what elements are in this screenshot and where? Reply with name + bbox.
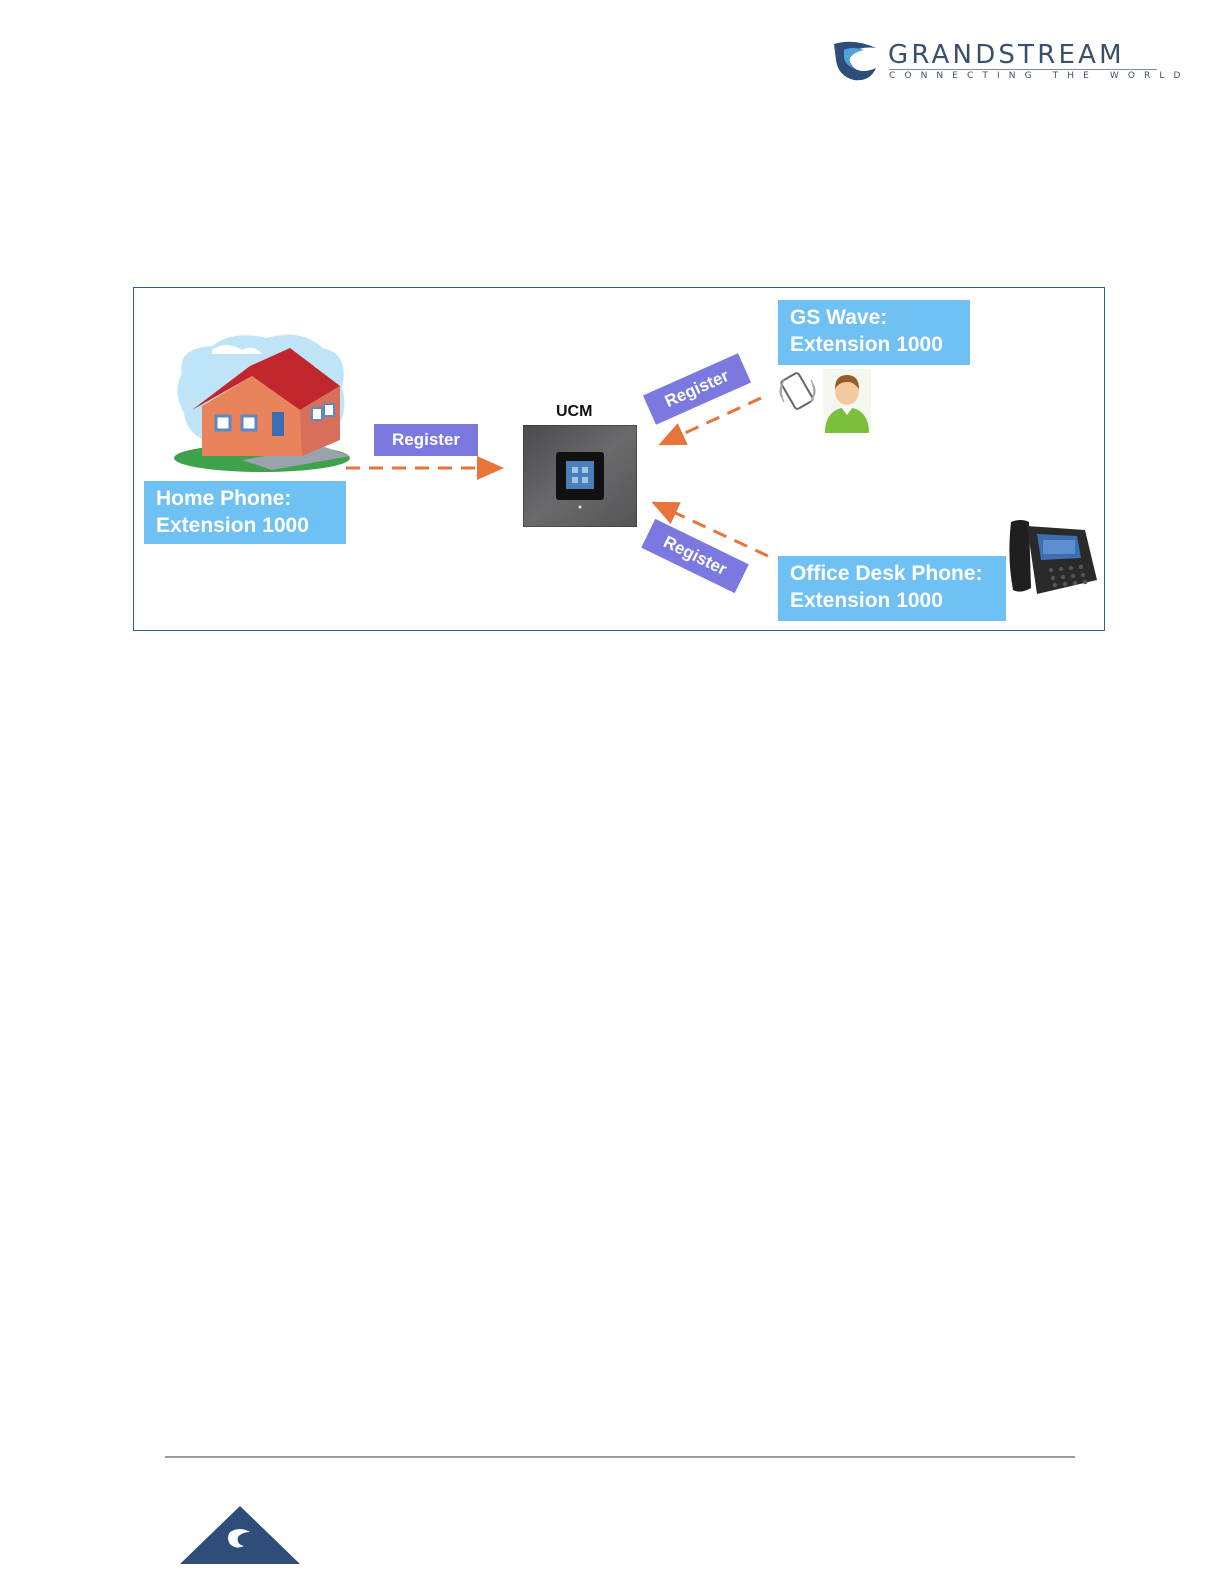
home-phone-extension: Extension 1000 [156, 512, 334, 539]
user-avatar-icon [823, 369, 871, 433]
brand-name: GRANDSTREAM [888, 40, 1125, 70]
register-tag-home: Register [374, 424, 478, 456]
gs-wave-label: GS Wave: Extension 1000 [778, 300, 970, 365]
house-icon [172, 328, 352, 473]
grandstream-logo: GRANDSTREAM CONNECTING THE WORLD [832, 38, 1162, 86]
logo-mark-icon [832, 38, 882, 86]
office-phone-label: Office Desk Phone: Extension 1000 [778, 556, 1006, 621]
desk-phone-icon [1007, 518, 1099, 598]
footer-logo-icon [180, 1504, 300, 1564]
ucm-device-icon [523, 425, 637, 527]
register-tag-office: Register [641, 519, 749, 593]
office-phone-title: Office Desk Phone: [790, 560, 994, 587]
footer-divider [165, 1456, 1075, 1458]
mobile-phone-icon [778, 371, 818, 413]
office-phone-extension: Extension 1000 [790, 587, 994, 614]
home-phone-title: Home Phone: [156, 485, 334, 512]
registration-diagram: Home Phone: Extension 1000 Register UCM … [133, 287, 1105, 631]
home-phone-label: Home Phone: Extension 1000 [144, 481, 346, 544]
gs-wave-title: GS Wave: [790, 304, 958, 331]
register-tag-wave: Register [643, 353, 751, 425]
logo-divider [889, 69, 1157, 70]
brand-tagline: CONNECTING THE WORLD [889, 71, 1190, 81]
ucm-title: UCM [556, 403, 592, 421]
gs-wave-extension: Extension 1000 [790, 331, 958, 358]
